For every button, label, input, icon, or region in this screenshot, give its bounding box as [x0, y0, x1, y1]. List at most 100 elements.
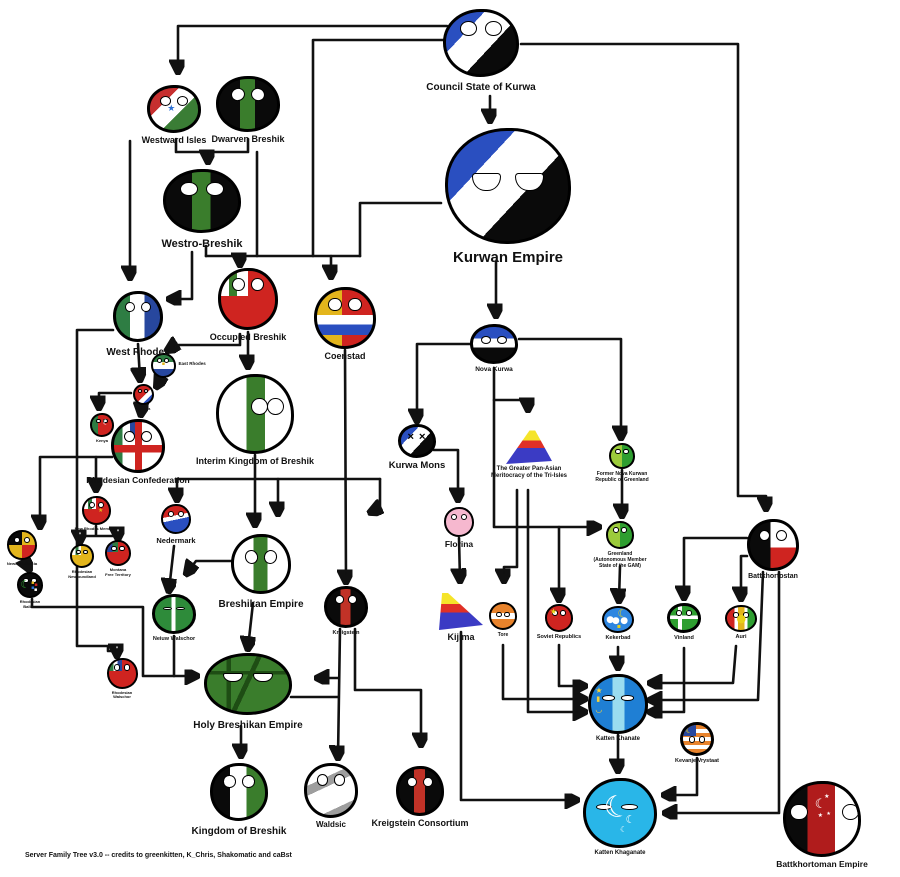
- eye-icon: [688, 736, 696, 743]
- new-rhodes-members-label: New Rhodes Members: [74, 525, 118, 531]
- rhodesian-ballaro-label: Rhodesian Ballaro: [19, 599, 41, 609]
- breshikan-empire-label: Breshikan Empire: [218, 599, 304, 610]
- node-katten-khaganate: ☾☾☾: [583, 778, 657, 848]
- node-kevanje-vrystaat: ☾: [680, 722, 714, 756]
- dwarven-breshik-ball: [216, 76, 280, 132]
- eye-icon: [698, 736, 706, 743]
- kekerbad-emblem-icon: ●: [606, 614, 615, 625]
- battkhortostan-ball: [747, 519, 799, 571]
- node-dwarven-breshik: [216, 76, 280, 132]
- eye-icon: [83, 549, 88, 555]
- edge-39: [338, 627, 340, 757]
- eye-icon: [76, 549, 81, 555]
- katten-khaganate-emblem-icon: ☾: [620, 824, 628, 834]
- eye-icon: [251, 277, 265, 292]
- tore-ball: [489, 602, 517, 630]
- eye-icon: [742, 612, 750, 618]
- eye-icon: [206, 182, 224, 197]
- eye-icon: [460, 20, 477, 36]
- node-rhodesian-ballaro: ☾▪▪▪▪: [17, 572, 43, 598]
- westro-breshik-ball: [163, 169, 241, 233]
- node-westward-isles: ★: [147, 85, 201, 133]
- eye-icon: [348, 297, 362, 312]
- kekerbad-ball: ☾●●●▪: [602, 605, 634, 633]
- edge-33: [75, 328, 117, 655]
- westro-breshik-label: Westro-Breshik: [161, 238, 243, 250]
- auri-emblem-icon: ●: [736, 611, 747, 625]
- nedermark-label: Nedermark: [156, 536, 196, 545]
- kenya-label: Kenya: [95, 438, 108, 443]
- node-kekerbad: ☾●●●▪: [602, 605, 634, 633]
- katten-khaganate-ball: ☾☾☾: [583, 778, 657, 848]
- eye-icon: [168, 510, 175, 517]
- rhodesian-ballaro-emblem-icon: ▪: [31, 584, 35, 591]
- node-tri-isles: [506, 426, 552, 464]
- soviet-republics-ball: ★: [545, 604, 573, 632]
- kurwa-mons-ball: ××: [398, 424, 436, 458]
- newest-ballacia-label: Newest Ballacia: [6, 561, 38, 566]
- florina-ball: [444, 507, 474, 537]
- eye-icon: [334, 595, 344, 605]
- battkhortoman-empire-emblem-icon: ☾: [814, 797, 827, 812]
- edge-36: [169, 544, 174, 590]
- eye-icon: [842, 803, 858, 821]
- kijima-ball: [439, 588, 483, 630]
- kenya-emblem-icon: ☾: [102, 418, 110, 428]
- edge-45: [417, 342, 472, 420]
- eye-icon: [123, 664, 131, 671]
- edge-11: [358, 201, 443, 258]
- node-breshikan-empire: [231, 534, 291, 594]
- katten-khanate-ball: ★▮◡: [588, 674, 648, 734]
- node-kenya: ☾: [90, 413, 114, 437]
- interim-kingdom-of-breshik-label: Interim Kingdom of Breshik: [195, 456, 314, 466]
- kevanje-vrystaat-label: Kevanje Vrystaat: [674, 758, 720, 764]
- eye-icon: [177, 510, 184, 517]
- node-battkhortoman-empire: ☾★★★: [783, 781, 861, 857]
- katten-khanate-emblem-icon: ★: [595, 685, 603, 695]
- eye-icon: [348, 595, 358, 605]
- tri-isles-ball: [506, 426, 552, 464]
- eye-icon: [685, 610, 693, 617]
- eye-icon: [790, 803, 808, 821]
- council-state-of-kurwa-label: Council State of Kurwa: [426, 82, 536, 93]
- holy-breshikan-empire-label: Holy Breshikan Empire: [193, 720, 303, 731]
- eye-icon: [103, 418, 108, 424]
- rhodesian-walschor-ball: [106, 657, 138, 689]
- node-kreigstein-consortium: [396, 766, 444, 816]
- new-rhodes-members-ball: ★: [81, 495, 111, 525]
- auri-label: Auri: [735, 633, 747, 640]
- eye-icon: [119, 545, 125, 552]
- eye-icon: [113, 664, 121, 671]
- eye-icon: [612, 527, 619, 534]
- edge-61: [651, 644, 738, 683]
- eye-icon: [164, 358, 170, 364]
- eye-icon: [675, 610, 683, 617]
- eye-icon: [249, 86, 268, 103]
- rhodesian-ballaro-emblem-icon: ▪: [31, 579, 35, 586]
- node-new-rhodes-members: ★: [81, 495, 111, 525]
- eye-icon: [316, 774, 329, 787]
- node-newest-ballacia: [7, 530, 37, 560]
- eye-icon: [137, 388, 142, 393]
- eye-icon: [23, 536, 30, 543]
- dwarven-breshik-label: Dwarven Breshik: [211, 134, 285, 144]
- rhodesian-confederation-label: Rhodesian Confederation: [86, 475, 190, 485]
- node-rhodesian-confederation: [111, 419, 165, 473]
- holy-breshikan-empire-ball: [204, 653, 292, 715]
- uganda-ball: [132, 383, 154, 405]
- kurwan-empire-label: Kurwan Empire: [452, 249, 564, 266]
- edge-64: [666, 570, 781, 813]
- katten-khanate-emblem-icon: ▮: [596, 695, 601, 704]
- newest-ballacia-ball: [7, 530, 37, 560]
- eye-icon: [481, 335, 492, 344]
- node-rhodesian-walschor: [106, 657, 138, 689]
- node-vinland: [667, 603, 701, 633]
- eye-icon: [242, 548, 260, 566]
- node-soviet-republics: ★: [545, 604, 573, 632]
- node-tore: [489, 602, 517, 630]
- rhodesian-ballaro-emblem-icon: ▪: [34, 582, 38, 589]
- edge-47: [517, 337, 621, 437]
- katten-khanate-label: Katten Khanate: [595, 736, 640, 742]
- neiuw-walschor-ball: [152, 594, 196, 634]
